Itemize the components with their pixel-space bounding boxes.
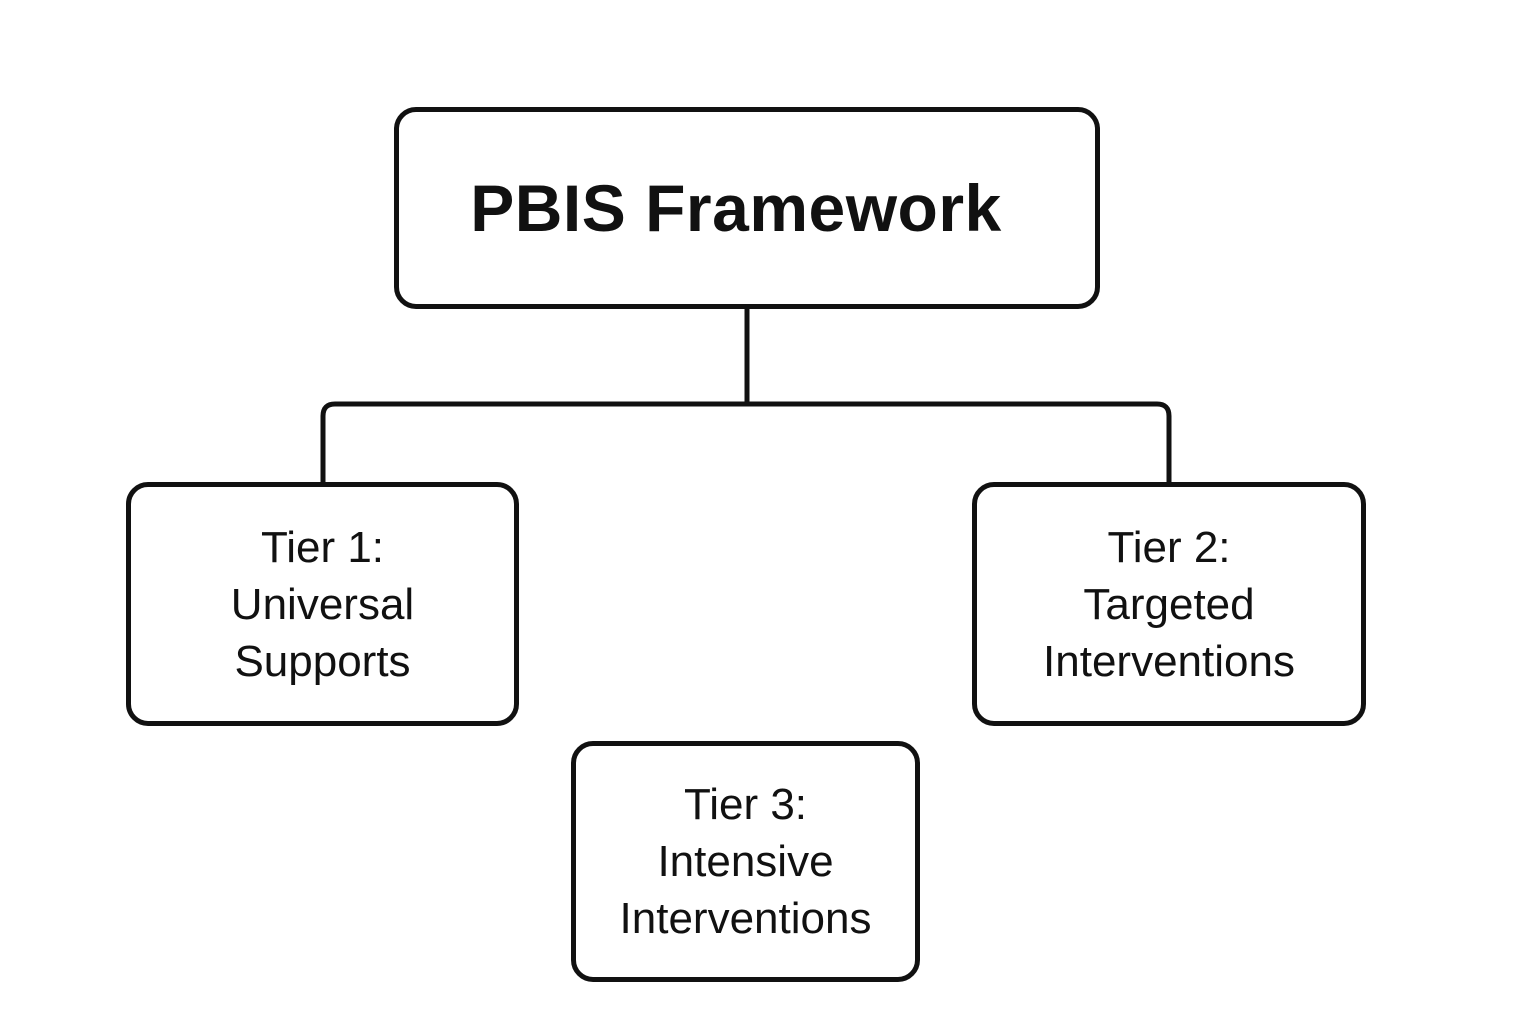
tier-3-line-2: Interventions: [619, 894, 872, 943]
tier-2-node: Tier 2: Targeted Interventions: [972, 482, 1366, 726]
tier-3-heading: Tier 3:: [683, 780, 808, 829]
tier-3-node: Tier 3: Intensive Interventions: [571, 741, 920, 982]
tier-2-heading: Tier 2:: [1107, 522, 1231, 572]
tier-3-line-1: Intensive: [657, 837, 834, 886]
tier-2-line-2: Interventions: [1043, 636, 1295, 686]
tier-1-heading: Tier 1:: [260, 522, 385, 572]
tier-1-line-1: Universal: [230, 579, 415, 629]
tier-1-node: Tier 1: Universal Supports: [126, 482, 519, 726]
root-node-pbis-framework: PBIS Framework: [394, 107, 1100, 309]
tier-2-line-1: Targeted: [1083, 579, 1255, 629]
root-node-title: PBIS Framework: [470, 171, 1002, 245]
tier-1-line-2: Supports: [234, 636, 411, 686]
branch-connector: [320, 401, 1172, 485]
